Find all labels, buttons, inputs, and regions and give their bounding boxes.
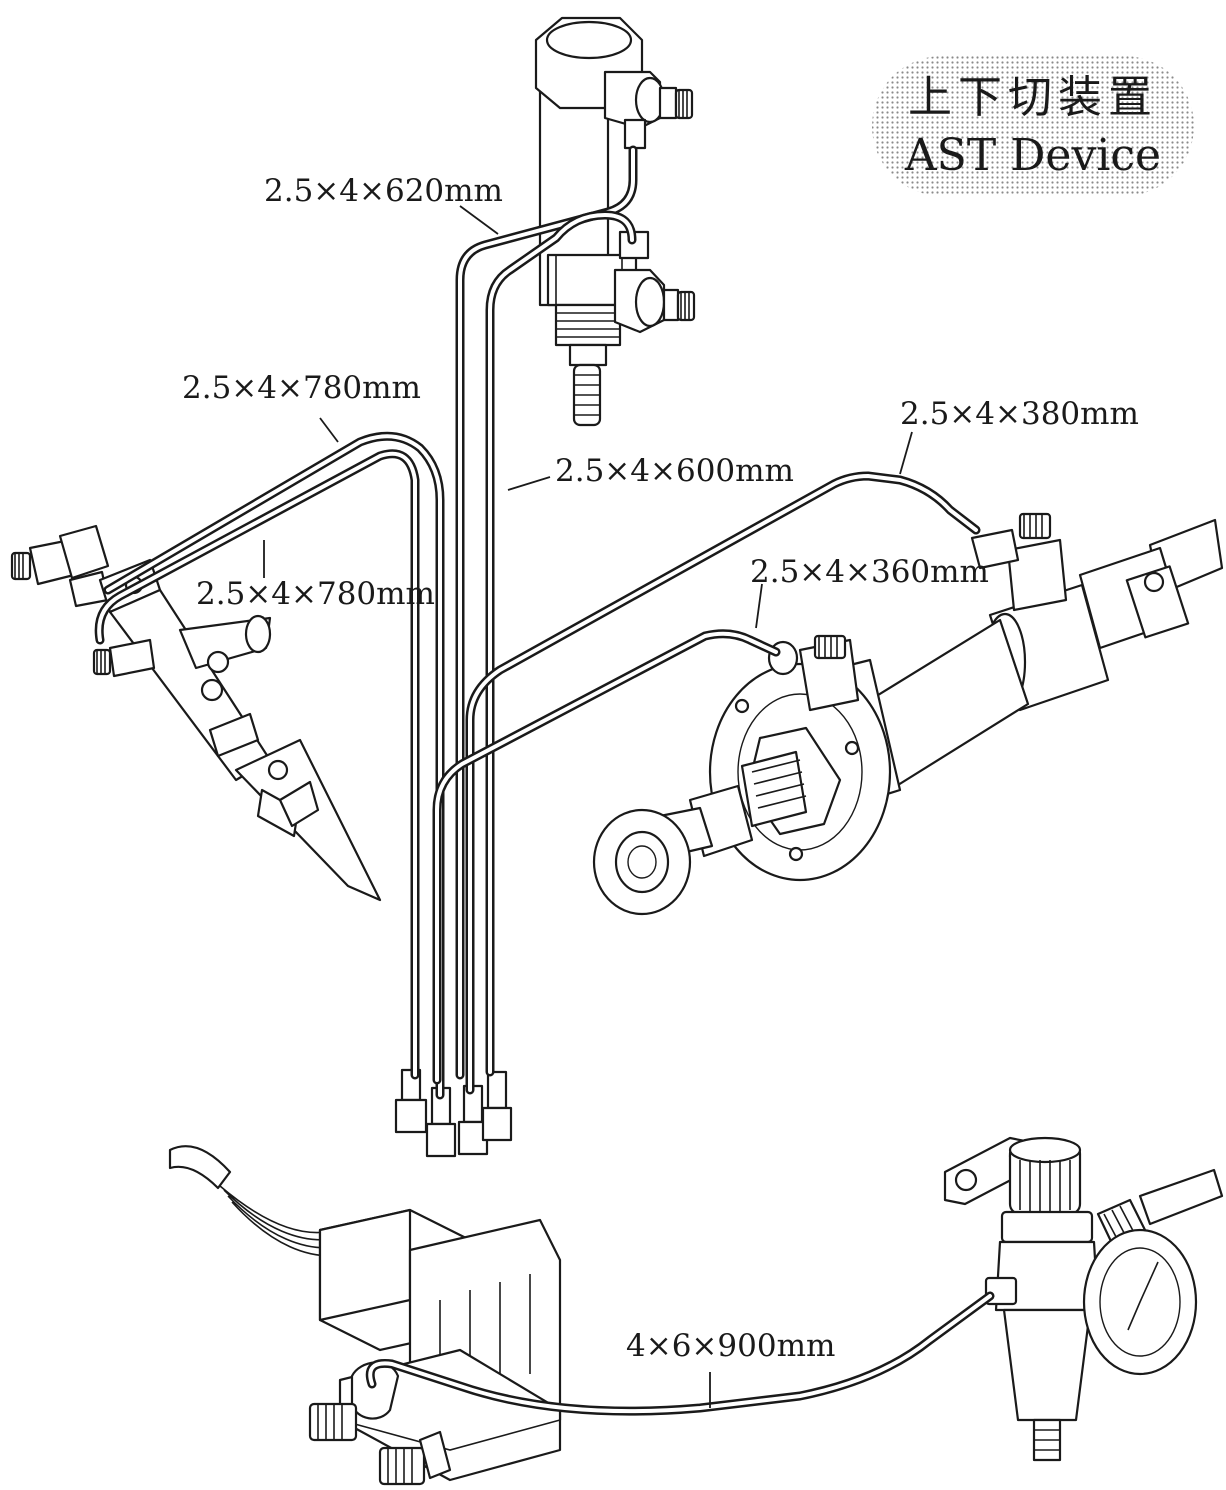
label-hose-780a: 2.5×4×780mm — [182, 370, 421, 406]
hose-labels: 2.5×4×620mm 2.5×4×780mm 2.5×4×600mm 2.5×… — [182, 173, 1139, 1364]
hose-780b — [94, 449, 420, 1080]
cylinder-front-fitting — [767, 634, 860, 712]
valve-port-fittings — [394, 1068, 513, 1158]
hose-780a — [103, 431, 445, 1100]
solenoid-valve-block — [168, 1145, 562, 1486]
leader-620 — [459, 205, 499, 235]
hose-380 — [465, 471, 981, 1095]
leader-780a — [319, 417, 339, 443]
title-badge: 上下切装置 AST Device — [872, 56, 1194, 196]
air-cylinder — [592, 518, 1224, 916]
label-hose-380: 2.5×4×380mm — [900, 396, 1139, 432]
label-hose-360: 2.5×4×360mm — [750, 554, 989, 590]
lower-elbow-fitting — [613, 230, 696, 334]
title-english: AST Device — [904, 130, 1161, 181]
hose-900 — [365, 1291, 995, 1416]
label-hose-620: 2.5×4×620mm — [264, 173, 503, 209]
leader-lines — [263, 205, 913, 1408]
label-hose-600: 2.5×4×600mm — [555, 453, 794, 489]
leader-360 — [755, 583, 763, 629]
upper-elbow-fitting — [603, 70, 694, 150]
filter-regulator — [943, 1136, 1224, 1462]
hose-600 — [485, 210, 637, 1077]
hose-620 — [455, 145, 638, 1080]
upper-cylinder — [534, 16, 644, 427]
hose-360 — [432, 629, 781, 1085]
label-hose-780b: 2.5×4×780mm — [196, 576, 435, 612]
cylinder-rear-fitting — [970, 512, 1068, 612]
leader-380 — [899, 431, 913, 475]
leader-600 — [507, 476, 551, 491]
title-chinese: 上下切装置 — [908, 72, 1158, 123]
thread-trimmer-knife-assembly — [10, 524, 382, 902]
label-hose-900: 4×6×900mm — [626, 1328, 835, 1364]
